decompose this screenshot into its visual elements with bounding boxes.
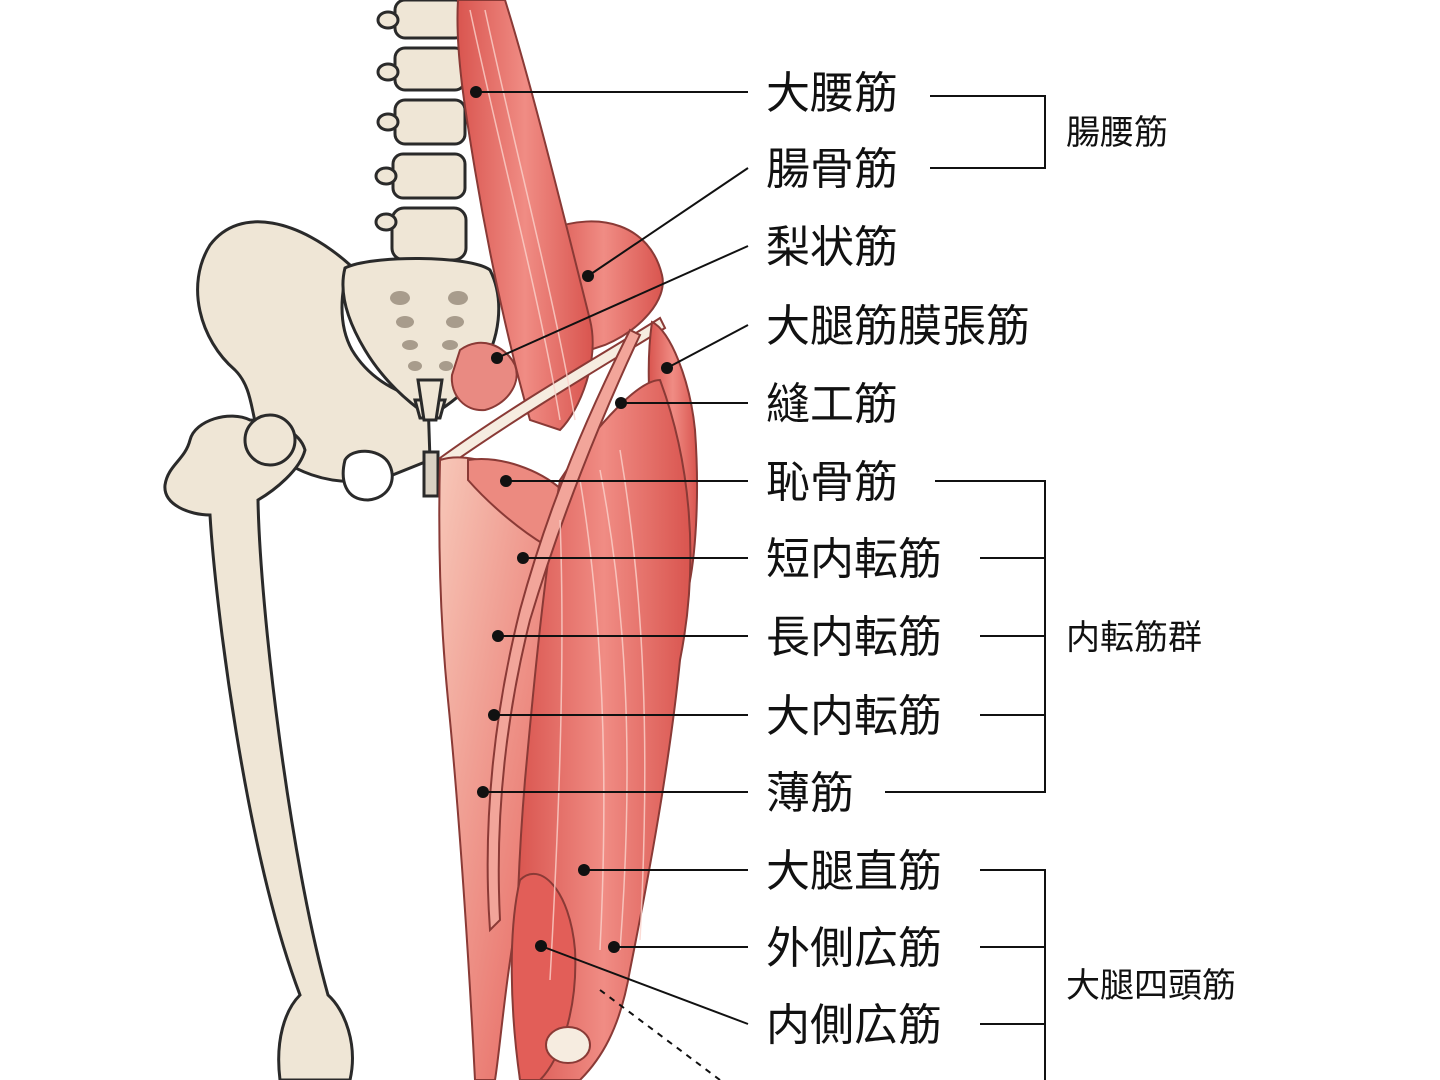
- label-piriformis: 梨状筋: [766, 222, 898, 273]
- leader-lines: [476, 91, 749, 1025]
- label-pectineus: 恥骨筋: [766, 457, 898, 508]
- label-adductor-magnus: 大内転筋: [766, 691, 942, 742]
- muscles: [438, 0, 699, 1080]
- label-rectus-femoris: 大腿直筋: [766, 846, 942, 897]
- label-vastus-lateralis: 外側広筋: [766, 923, 942, 974]
- femur-bone: [163, 414, 354, 1080]
- skeleton: [163, 0, 501, 1080]
- label-iliacus: 腸骨筋: [766, 144, 898, 195]
- label-sartorius: 縫工筋: [766, 379, 898, 430]
- group-label-iliopsoas: 腸腰筋: [1066, 113, 1168, 153]
- muscle-labels: 大腰筋 腸骨筋 梨状筋 大腿筋膜張筋 縫工筋 恥骨筋 短内転筋 長内転筋 大内転…: [766, 68, 1030, 1051]
- label-psoas-major: 大腰筋: [766, 68, 898, 119]
- label-adductor-longus: 長内転筋: [766, 612, 942, 663]
- label-adductor-brevis: 短内転筋: [766, 534, 942, 585]
- label-vastus-medialis: 内側広筋: [766, 1000, 942, 1051]
- sartorius-muscle: [486, 328, 642, 933]
- group-label-adductors: 内転筋群: [1066, 618, 1202, 658]
- group-label-quadriceps: 大腿四頭筋: [1066, 966, 1236, 1006]
- group-labels: 腸腰筋 内転筋群 大腿四頭筋: [1066, 113, 1236, 1006]
- lumbar-spine: [374, 0, 468, 262]
- group-brackets: [885, 95, 1046, 1080]
- label-tfl: 大腿筋膜張筋: [766, 301, 1030, 352]
- label-gracilis: 薄筋: [766, 768, 854, 819]
- leader-dots: [470, 86, 673, 953]
